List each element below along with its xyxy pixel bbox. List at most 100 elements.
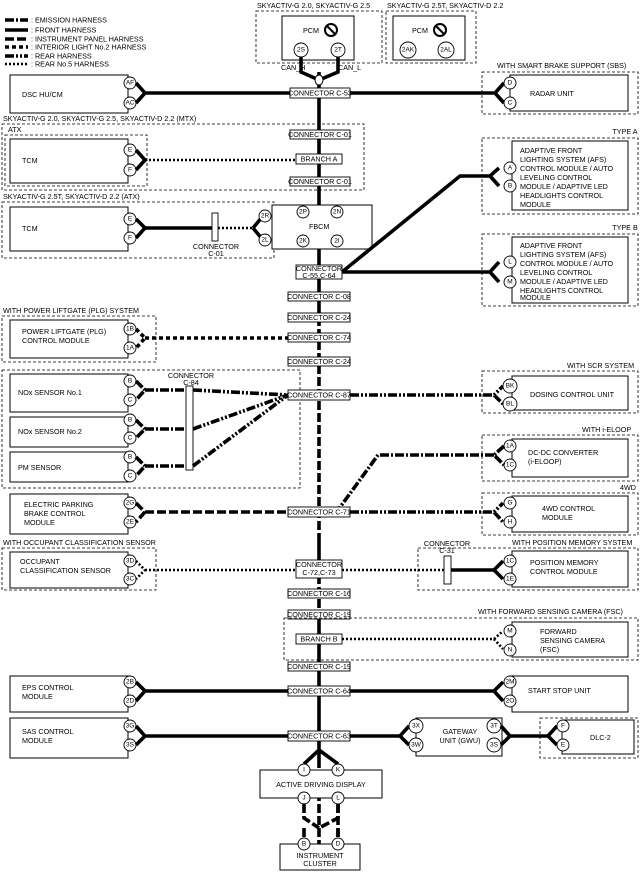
svg-text:C-01: C-01 — [208, 249, 224, 258]
afs-b-module — [511, 236, 629, 304]
svg-text:2S: 2S — [297, 47, 306, 54]
svg-text:C-55,C-64: C-55,C-64 — [302, 271, 335, 280]
svg-text:3W: 3W — [411, 742, 422, 749]
svg-text:CLUSTER: CLUSTER — [303, 859, 337, 868]
svg-text:LIGHTING SYSTEM (AFS): LIGHTING SYSTEM (AFS) — [520, 250, 606, 259]
dlc-pin-f — [556, 719, 570, 733]
svg-text:D: D — [336, 841, 341, 848]
plg-group-label: WITH POWER LIFTGATE (PLG) SYSTEM — [3, 306, 139, 315]
fbcm-pin-2n — [330, 205, 344, 219]
svg-text:F: F — [128, 235, 132, 242]
svg-text:MODULE / ADAPTIVE LED: MODULE / ADAPTIVE LED — [520, 182, 608, 191]
svg-text:2O: 2O — [506, 698, 515, 705]
svg-text:B: B — [128, 454, 132, 461]
fourwd-control-module — [511, 495, 629, 533]
connector-c19-b — [287, 661, 351, 672]
ssu-pin-2m — [503, 675, 517, 689]
connector-c24-b — [287, 356, 351, 367]
posmem-module — [511, 550, 629, 588]
svg-text:M: M — [507, 279, 512, 286]
svg-text:2E: 2E — [126, 519, 135, 526]
svg-text:C-84: C-84 — [183, 378, 199, 387]
dlc2-connector — [561, 719, 635, 755]
svg-text:FBCM: FBCM — [309, 222, 329, 231]
svg-text:3T: 3T — [490, 723, 498, 730]
svg-text:2AL: 2AL — [440, 47, 452, 54]
svg-text:CONNECTOR C-63: CONNECTOR C-63 — [287, 732, 351, 741]
connector-c16 — [287, 588, 351, 599]
svg-text:3G: 3G — [126, 723, 135, 730]
svg-text:CONNECTOR: CONNECTOR — [424, 539, 470, 548]
svg-text:E: E — [561, 742, 566, 749]
svg-text:CONTROL MODULE / AUTO: CONTROL MODULE / AUTO — [520, 259, 613, 268]
nox2-pin-c — [123, 431, 137, 445]
svg-text:2T: 2T — [334, 47, 342, 54]
svg-text:MODULE: MODULE — [542, 513, 573, 522]
svg-text:2D: 2D — [126, 698, 135, 705]
pm-sensor-module — [9, 451, 129, 483]
ieloop-group-label: WITH i-ELOOP — [582, 425, 631, 434]
svg-text:SENSING CAMERA: SENSING CAMERA — [540, 636, 605, 645]
mtx-group — [1, 123, 365, 191]
posmem-group — [417, 547, 639, 591]
connector-c24-a — [287, 312, 351, 323]
svg-text:2I: 2I — [334, 238, 340, 245]
ad-pin-k — [331, 763, 345, 777]
tcm-atx-module — [9, 206, 129, 252]
fsc-module — [511, 621, 629, 658]
svg-text:1A: 1A — [126, 345, 135, 352]
legend-front-label: : FRONT HARNESS — [31, 26, 97, 35]
gwu-pin-3x — [408, 718, 424, 734]
svg-text:CONNECTOR: CONNECTOR — [193, 242, 239, 251]
pcm-b-group — [385, 10, 477, 64]
svg-text:TCM: TCM — [22, 156, 38, 165]
svg-text:CONNECTOR C-74: CONNECTOR C-74 — [287, 333, 351, 342]
svg-text:1C: 1C — [506, 558, 515, 565]
svg-text:3C: 3C — [126, 576, 135, 583]
svg-text:MODULE: MODULE — [22, 736, 53, 745]
dsc-label: DSC HU/CM — [22, 90, 63, 99]
pcm-b-group-label: SKYACTIV-G 2.5T, SKYACTIV-D 2.2 — [387, 1, 503, 10]
svg-text:TCM: TCM — [22, 224, 38, 233]
afs-b-text: ADAPTIVE FRONT LIGHTING SYSTEM (AFS) CON… — [520, 241, 613, 302]
fsc-pin-n — [503, 643, 517, 657]
svg-text:G: G — [507, 500, 512, 507]
tcm-atx-conn-pin-2r — [258, 209, 272, 223]
fourwd-group-label: 4WD — [620, 483, 636, 492]
type-a-label: TYPE A — [612, 127, 637, 136]
svg-text:2K: 2K — [299, 238, 308, 245]
svg-text:LEVELING CONTROL: LEVELING CONTROL — [520, 268, 592, 277]
gwu-pin-3w — [408, 737, 424, 753]
fourwd-pin-h — [503, 515, 517, 529]
prohibition-icon — [433, 23, 447, 37]
svg-text:MODULE: MODULE — [22, 692, 53, 701]
fourwd-pin-g — [503, 496, 517, 510]
svg-text:B: B — [302, 841, 306, 848]
svg-text:I: I — [303, 767, 305, 774]
svg-text:2AK: 2AK — [402, 47, 415, 54]
svg-text:K: K — [336, 767, 341, 774]
type-a-group — [481, 137, 639, 215]
svg-text:CONTROL MODULE: CONTROL MODULE — [530, 567, 598, 576]
active-driving-display-module — [259, 769, 383, 799]
connector-c08 — [287, 291, 351, 302]
svg-text:E: E — [128, 216, 133, 223]
svg-text:3S: 3S — [490, 742, 499, 749]
fbcm-module — [271, 204, 373, 250]
svg-text:(FSC): (FSC) — [540, 645, 559, 654]
connector-c84 — [185, 385, 194, 471]
dlc-group — [539, 717, 639, 759]
svg-text:1A: 1A — [506, 443, 515, 450]
scr-left-group — [1, 369, 301, 489]
ieloop-group — [481, 434, 639, 482]
ic-pin-d — [331, 837, 345, 851]
svg-text:PCM: PCM — [412, 26, 428, 35]
instrument-cluster-module — [279, 843, 361, 871]
dlc-pin-e — [556, 738, 570, 752]
connector-c01-a — [289, 129, 351, 140]
svg-text:1B: 1B — [126, 326, 134, 333]
pcm-b-pin-2ak — [399, 41, 417, 59]
svg-text:POSITION MEMORY: POSITION MEMORY — [530, 558, 599, 567]
svg-text:LEVELING CONTROL: LEVELING CONTROL — [520, 173, 592, 182]
